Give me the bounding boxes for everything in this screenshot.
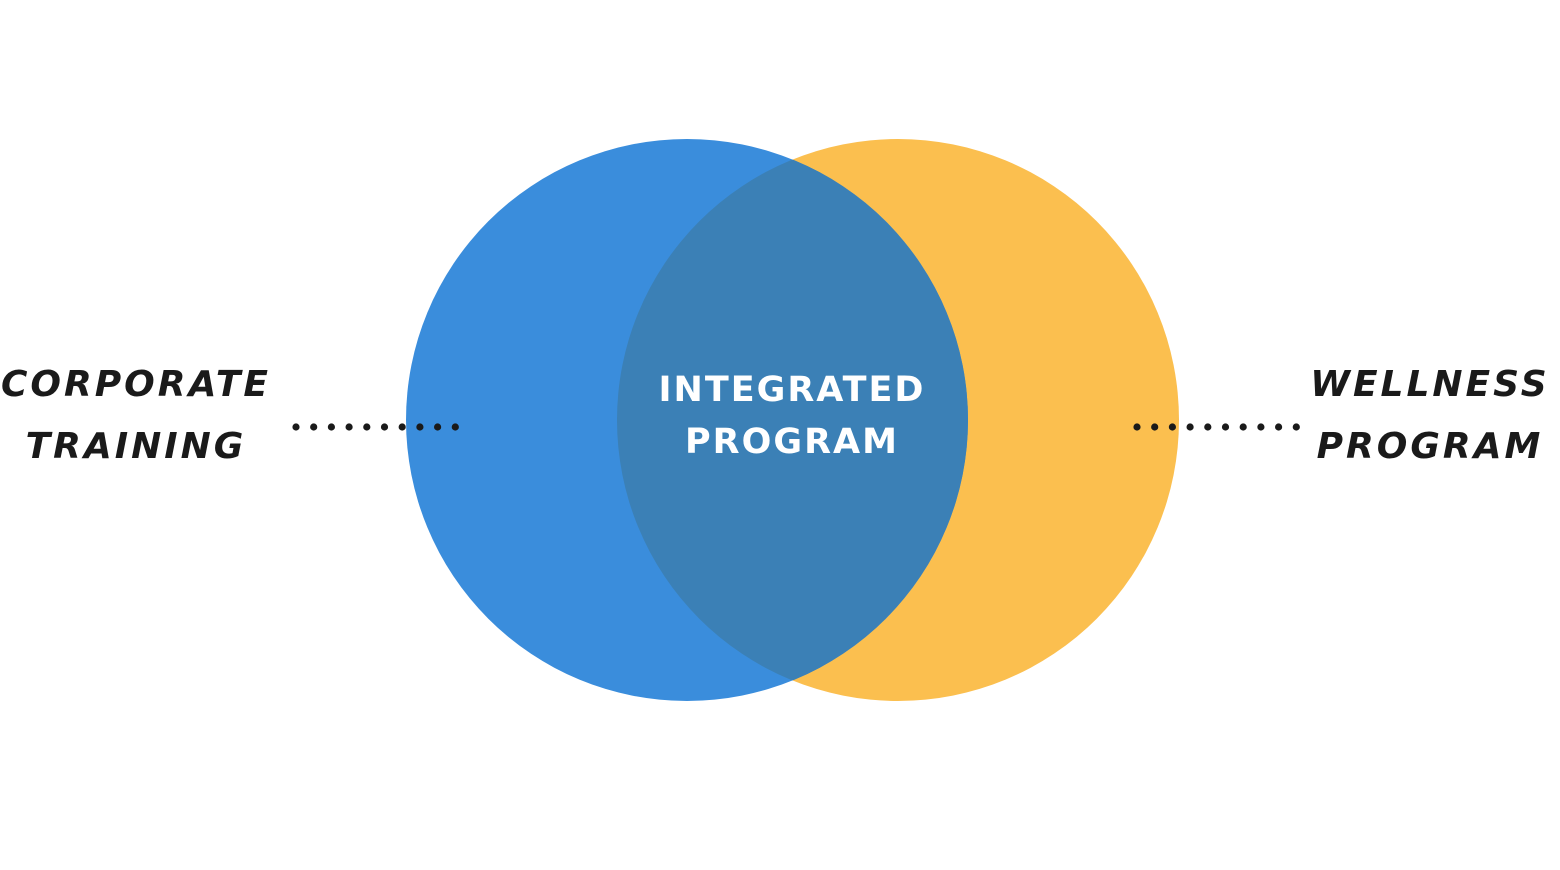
left-connector-dot bbox=[416, 423, 424, 431]
integrated-program-overlap bbox=[617, 139, 968, 701]
right-connector-dot bbox=[1239, 423, 1247, 431]
right-dotted-connector bbox=[1133, 423, 1300, 431]
corporate-training-label-line-1: CORPORATE bbox=[0, 364, 272, 405]
right-connector-dot bbox=[1275, 423, 1283, 431]
left-connector-dot bbox=[451, 423, 459, 431]
wellness-program-label: WELLNESS PROGRAM bbox=[1290, 354, 1560, 478]
integrated-program-label-line-1: INTEGRATED bbox=[658, 370, 926, 410]
left-connector-dot bbox=[345, 423, 353, 431]
left-connector-dot bbox=[398, 423, 406, 431]
right-connector-dot bbox=[1257, 423, 1265, 431]
left-connector-dot bbox=[380, 423, 389, 431]
left-dotted-connector bbox=[292, 423, 459, 431]
right-connector-dot bbox=[1133, 423, 1141, 431]
left-connector-dot bbox=[310, 423, 318, 431]
right-connector-dot bbox=[1168, 423, 1176, 431]
left-connector-dot bbox=[327, 423, 335, 431]
corporate-training-label: CORPORATE TRAINING bbox=[0, 354, 276, 478]
right-connector-dot bbox=[1221, 423, 1230, 431]
wellness-program-label-line-1: WELLNESS bbox=[1310, 364, 1550, 405]
right-connector-dot bbox=[1204, 423, 1212, 431]
right-connector-dot bbox=[1292, 423, 1300, 431]
integrated-program-label: INTEGRATED PROGRAM bbox=[592, 364, 992, 468]
right-connector-dot bbox=[1151, 423, 1159, 431]
right-connector-dot bbox=[1186, 423, 1194, 431]
left-connector-dot bbox=[363, 423, 371, 431]
wellness-program-label-line-2: PROGRAM bbox=[1316, 426, 1544, 467]
left-connector-dot bbox=[292, 423, 300, 431]
integrated-program-label-line-2: PROGRAM bbox=[685, 422, 899, 462]
corporate-training-label-line-2: TRAINING bbox=[25, 426, 247, 467]
left-connector-dot bbox=[434, 423, 442, 431]
